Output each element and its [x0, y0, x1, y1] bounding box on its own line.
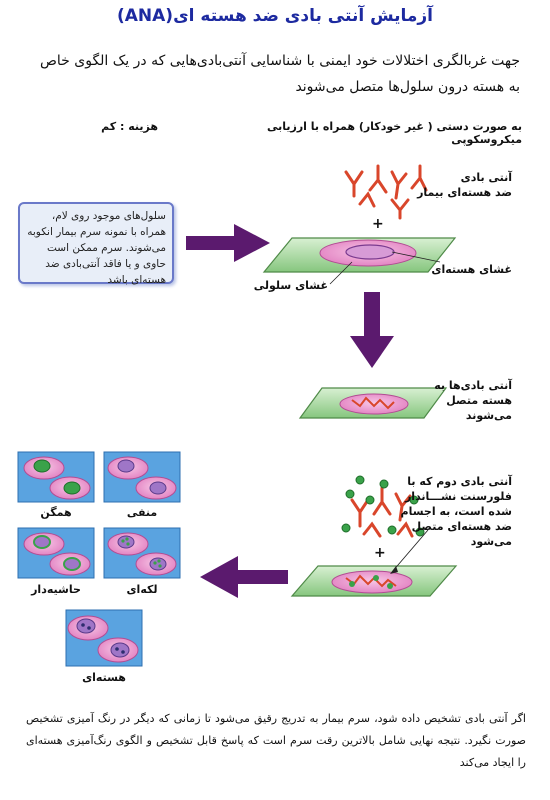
info-box: سلول‌های موجود روی لام، همراه با نمونه س… — [18, 202, 174, 286]
pattern-label-negative: منفی — [126, 506, 158, 519]
slide-1 — [262, 237, 457, 273]
pattern-tile-speckled — [103, 527, 181, 579]
pattern-tile-negative — [103, 451, 181, 503]
antibody-cluster-2 — [341, 475, 425, 538]
plus-sign-2: + — [374, 545, 386, 561]
label-secondary-antibody: آنتی بادی دوم که با فلورسنت نشـــاندار ش… — [400, 475, 512, 548]
pointer-line-2 — [391, 529, 429, 573]
slide-3 — [290, 565, 458, 597]
pointer-lines-1 — [329, 251, 441, 285]
pointer-head-2 — [390, 566, 398, 574]
label-nuclear-membrane: غشای هسته‌ای — [431, 263, 512, 276]
arrow-right-1 — [186, 224, 270, 262]
intro-text: جهت غربالگری اختلالات خود ایمنی با شناسا… — [39, 53, 520, 95]
page-title: آزمایش آنتی بادی ضد هسته ای(ANA) — [116, 6, 434, 26]
pattern-tile-peripheral — [17, 527, 95, 579]
slide-2 — [298, 387, 448, 419]
arrow-left — [200, 556, 288, 598]
pattern-label-speckled: لکه‌ای — [126, 583, 158, 596]
plus-sign-1: + — [372, 216, 384, 232]
pattern-label-peripheral: حاشیه‌دار — [31, 583, 81, 596]
label-bound-antibodies: آنتی بادی‌ها به هسته متصل می‌شوند — [434, 379, 512, 422]
pattern-label-nucleolar: هسته‌ای — [82, 671, 126, 684]
arrow-down-1 — [350, 292, 394, 368]
cost-text: هزینه : کم — [101, 120, 158, 133]
label-patient-antibody: آنتی بادی ضد هسته‌ای بیمار — [417, 171, 512, 199]
method-text: به صورت دستی ( غیر خودکار) همراه با ارزی… — [267, 120, 522, 146]
antibody-cluster-1 — [344, 164, 428, 220]
pattern-tile-homogeneous — [17, 451, 95, 503]
label-cell-membrane: غشای سلولی — [253, 279, 328, 292]
pattern-label-homogeneous: همگن — [40, 506, 72, 519]
pattern-tile-nucleolar — [65, 609, 143, 667]
footer-text: اگر آنتی بادی تشخیص داده شود، سرم بیمار … — [26, 712, 526, 769]
